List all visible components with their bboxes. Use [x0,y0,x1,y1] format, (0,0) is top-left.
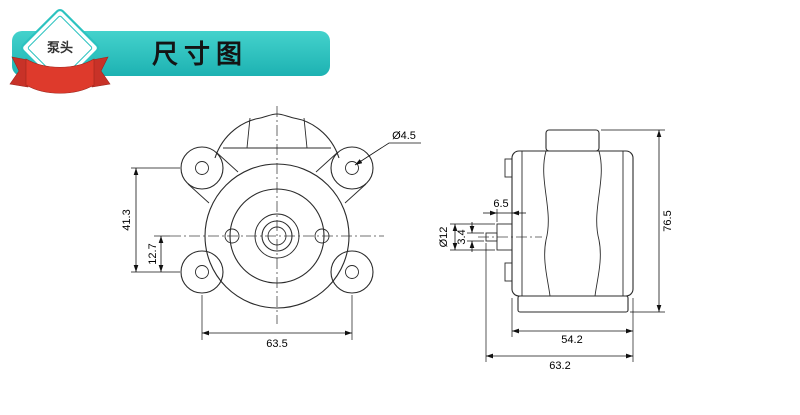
mounting-ears [180,146,374,294]
pump-top-housing [214,113,340,159]
dim-mount-horizontal: 63.5 [201,295,353,350]
dim-mount-hole: Ø4.5 [354,130,421,166]
shaft-section-hatched [267,226,287,246]
badge-diamond-inner [27,15,93,81]
ear-tab-bottom [504,262,513,282]
badge-label: 泵头 [47,40,73,55]
base-foot [517,295,629,313]
dim-total-height: 76.5 [601,129,674,313]
dim-label-body-width: 54.2 [561,334,582,346]
pump-face-circles [204,163,350,309]
dim-label-mount-horizontal: 63.5 [266,338,287,350]
dim-total-width: 63.2 [485,243,633,372]
dim-shaft-flat: 3.4 [456,222,484,252]
dim-label-shaft-length: 6.5 [493,198,508,210]
dim-body-width: 54.2 [511,298,634,362]
dim-mount-vertical: 41.3 [121,167,180,273]
badge: 泵头 [9,8,111,94]
dim-label-mount-vertical: 41.3 [121,209,133,230]
dim-label-total-width: 63.2 [549,360,570,372]
dim-shaft-length: 6.5 [483,198,526,222]
ear-webs [187,151,367,204]
side-view: 6.5 Ø12 3.4 76.5 54.2 [438,129,674,372]
dim-label-shaft-flat: 3.4 [456,229,468,244]
ear-tab-top [504,158,513,178]
dim-label-shaft-dia: Ø12 [438,227,450,248]
dim-shaft-dia: Ø12 [438,223,495,251]
header-banner: 尺寸图 泵头 [9,8,330,94]
main-body [511,150,634,297]
dim-center-to-mount: 12.7 [147,235,170,272]
shaft [485,223,513,251]
shaft-tip [485,232,498,242]
front-view-centerlines [170,106,384,324]
ribbon [9,56,111,94]
dim-label-mount-hole-dia: Ø4.5 [392,130,416,142]
top-cap [545,129,600,152]
dim-label-total-height: 76.5 [662,210,674,231]
dim-label-center-to-mount: 12.7 [147,243,159,264]
page-title: 尺寸图 [152,39,248,69]
side-body [504,129,634,313]
front-view: Ø4.5 41.3 12.7 63.5 [121,106,421,350]
ribbon-band [25,58,95,94]
